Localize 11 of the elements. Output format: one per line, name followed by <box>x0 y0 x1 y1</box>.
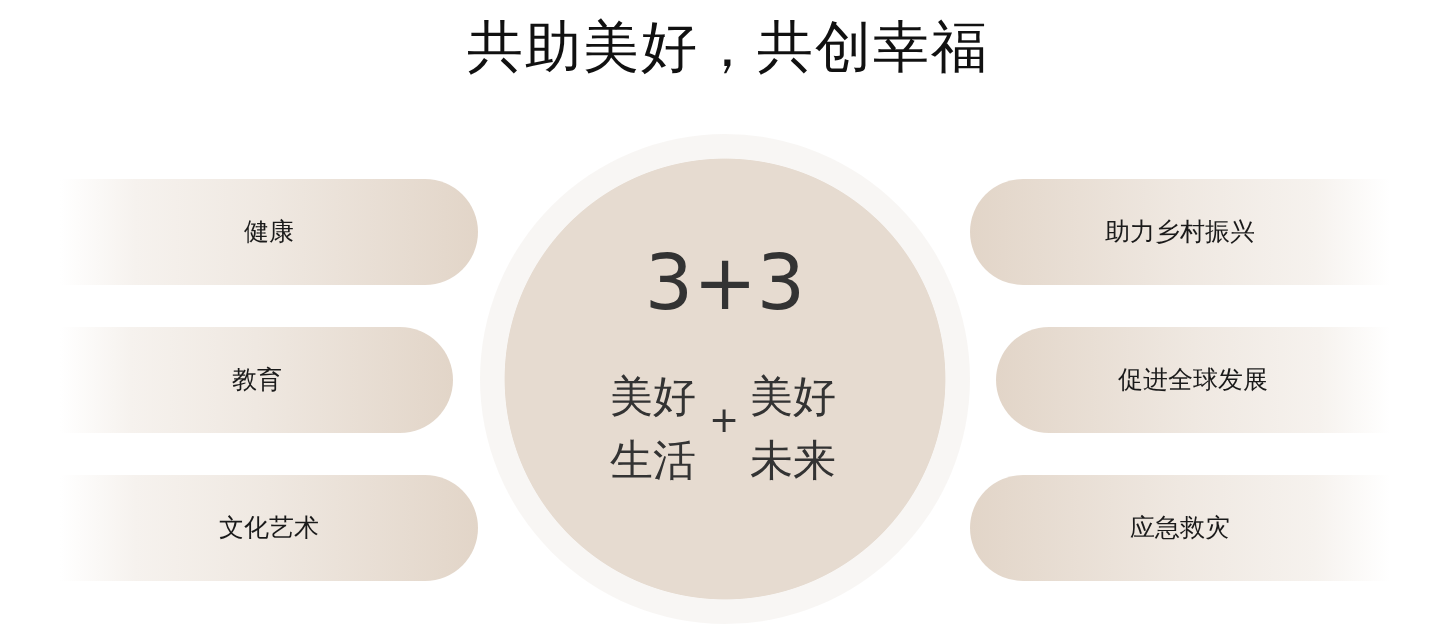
theme-text: 美好生活 <box>610 370 697 487</box>
category-label: 助力乡村振兴 <box>1105 215 1255 248</box>
page-title: 共助美好，共创幸福 <box>466 16 989 78</box>
category-label: 健康 <box>244 215 294 248</box>
category-label: 促进全球发展 <box>1118 363 1268 396</box>
category-label: 教育 <box>231 363 282 396</box>
category-label: 文化艺术 <box>219 511 319 544</box>
plus-sign: + <box>708 402 740 438</box>
category-label: 应急救灾 <box>1130 511 1230 544</box>
headline-number: 3+3 <box>644 245 806 321</box>
theme-text: 美好未来 <box>750 370 837 487</box>
